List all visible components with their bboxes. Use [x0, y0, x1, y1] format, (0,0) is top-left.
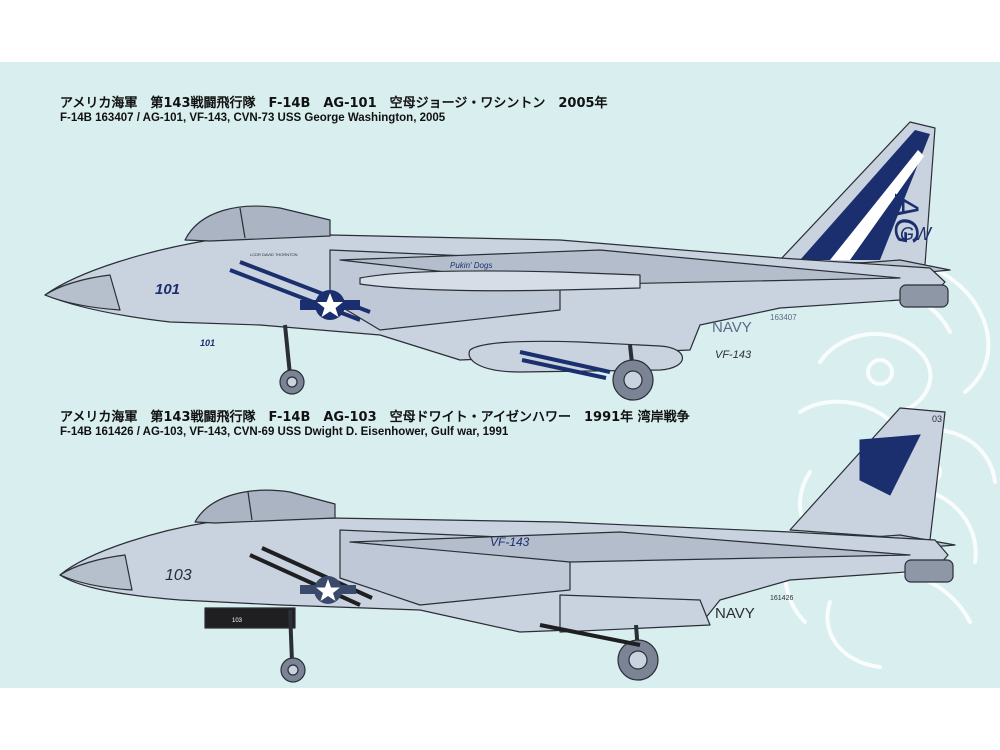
wing: [349, 531, 911, 563]
tail-code-1: AG: [887, 193, 925, 244]
gear-door-number-1: 101: [200, 338, 215, 348]
squadron-text-1: VF-143: [715, 349, 752, 361]
serial-1: 163407: [770, 313, 797, 322]
caption-en-2: F-14B 161426 / AG-103, VF-143, CVN-69 US…: [60, 426, 509, 438]
gear-door-panel: [204, 607, 296, 629]
caption-jp-2: アメリカ海軍 第143戦闘飛行隊 F-14B AG-103 空母ドワイト・アイゼ…: [60, 410, 690, 425]
bomb-text-1: Pukin' Dogs: [450, 261, 492, 270]
radome: [59, 554, 133, 591]
tail-top-number-2: 03: [932, 414, 942, 424]
gear-door-number-2: 103: [232, 618, 243, 624]
serial-2: 161426: [770, 595, 793, 602]
star-insignia-1: [300, 290, 360, 320]
tail-code-2-1: GW: [900, 224, 933, 244]
navy-text-1: NAVY: [712, 319, 752, 336]
tail-band: [800, 130, 930, 260]
canopy: [194, 489, 336, 524]
profile-sheet: アメリカ海軍 第143戦闘飛行隊 F-14B AG-101 空母ジョージ・ワシン…: [0, 62, 1000, 688]
navy-text-2: NAVY: [715, 605, 755, 622]
squadron-text-2: VF-143: [490, 535, 530, 549]
caption-jp-1: アメリカ海軍 第143戦闘飛行隊 F-14B AG-101 空母ジョージ・ワシン…: [60, 96, 608, 111]
aircraft-profile-2: 103 103 03 VF-143 NAVY 161426: [59, 407, 956, 683]
nose-number-2: 103: [165, 567, 192, 584]
canopy: [184, 205, 331, 242]
star-insignia-2: [300, 576, 356, 604]
nose-number-1: 101: [155, 281, 180, 298]
drop-tank: [468, 340, 683, 373]
aircraft-profile-1: 101 101 LCDR DAVID THORNTON Pukin' Dogs …: [44, 121, 951, 401]
missile: [359, 270, 641, 292]
caption-en-1: F-14B 163407 / AG-101, VF-143, CVN-73 US…: [60, 112, 446, 124]
pilot-name-1: LCDR DAVID THORNTON: [250, 252, 298, 257]
radome: [44, 274, 121, 311]
